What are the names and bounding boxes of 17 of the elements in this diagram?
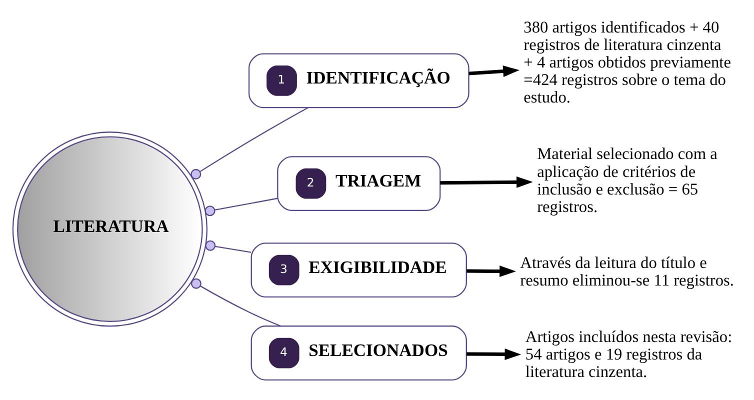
arrow [466, 265, 516, 277]
arrow [466, 348, 522, 360]
node-text: Material selecionado com a aplicação de critérios de inclusão e exclusão = 65 registros. [537, 144, 718, 216]
connector [190, 278, 282, 326]
node-text: 380 artigos identificados + 40 registros de literatura cinzenta + 4 artigos obtidos previamente =424 registros sobre o tema do estudo. [524, 16, 731, 106]
connector [205, 240, 252, 252]
connector [190, 106, 308, 179]
arrow [468, 65, 520, 76]
node-text: Através da leitura do título e resumo eliminou-se 11 registros. [520, 252, 734, 289]
arrow [440, 176, 533, 188]
node-box: 4 SELECIONADOS [250, 325, 467, 380]
connector [204, 197, 278, 216]
node-box: 2 TRIAGEM [277, 156, 441, 211]
node-box: 3 EXIGIBILIDADE [250, 242, 467, 297]
node-box: 1 IDENTIFICAÇÃO [248, 52, 470, 108]
node-circle: LITERATURA [12, 131, 208, 326]
node-text: Artigos incluídos nesta revisão: 54 artigos e 19 registros da literatura cinzenta. [525, 326, 732, 381]
